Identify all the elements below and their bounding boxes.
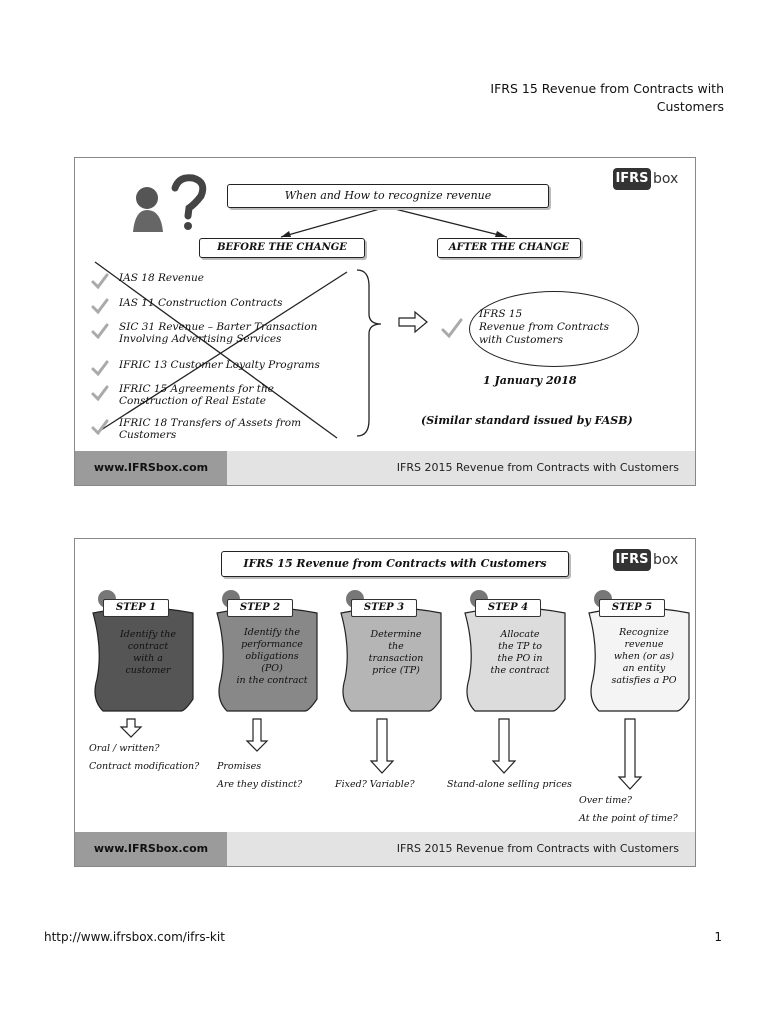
step-label: STEP 5 <box>599 599 665 617</box>
step-label: STEP 1 <box>103 599 169 617</box>
old-standard-item: SIC 31 Revenue – Barter Transaction Invo… <box>119 321 318 345</box>
slide2-footer-caption: IFRS 2015 Revenue from Contracts with Cu… <box>396 842 679 855</box>
slide1-footer-website: www.IFRSbox.com <box>75 451 227 485</box>
old-standard-item: IFRIC 15 Agreements for the Construction… <box>119 383 274 407</box>
step-label: STEP 2 <box>227 599 293 617</box>
slide2-footer-website: www.IFRSbox.com <box>75 832 227 866</box>
new-standard-text: IFRS 15 Revenue from Contracts with Cust… <box>479 308 609 346</box>
before-change-label: BEFORE THE CHANGE <box>199 238 365 258</box>
step5-question: Over time? <box>579 795 632 806</box>
slide2-footer-bar: www.IFRSbox.com IFRS 2015 Revenue from C… <box>75 832 695 866</box>
cross-out-line-1 <box>94 261 338 439</box>
step2-promises: Promises <box>217 761 262 772</box>
step-label: STEP 3 <box>351 599 417 617</box>
down-arrows <box>119 718 643 790</box>
header-title-line1: IFRS 15 Revenue from Contracts with <box>490 81 724 96</box>
step4-question: Stand-alone selling prices <box>447 779 572 790</box>
ifrsbox-logo: IFRS box <box>613 549 681 575</box>
cross-out-line-2 <box>100 271 348 431</box>
effective-date: 1 January 2018 <box>483 374 577 387</box>
check-icons <box>91 273 463 436</box>
logo-box-text: box <box>653 552 679 568</box>
header-title-line2: Customers <box>656 99 724 114</box>
logo-box-text: box <box>653 171 679 187</box>
step5-question: At the point of time? <box>579 813 678 824</box>
step1-question: Contract modification? <box>89 761 200 772</box>
old-standard-item: IAS 11 Construction Contracts <box>119 297 283 309</box>
step2-question: Are they distinct? <box>217 779 303 790</box>
logo-ifrs-text: IFRS <box>613 168 651 190</box>
document-header: IFRS 15 Revenue from Contracts with Cust… <box>364 80 724 116</box>
right-arrow-icon <box>398 310 428 334</box>
slide1-graphics <box>91 174 508 439</box>
page-number: 1 <box>714 930 722 944</box>
thinking-person-icon <box>133 174 207 232</box>
slide1-footer-bar: www.IFRSbox.com IFRS 2015 Revenue from C… <box>75 451 695 485</box>
down-arrow-icon <box>119 718 143 738</box>
down-arrow-icon <box>245 718 269 752</box>
brace <box>356 269 382 437</box>
ifrsbox-logo: IFRS box <box>613 168 681 194</box>
down-arrow-icon <box>369 718 395 774</box>
slide1-footer-caption: IFRS 2015 Revenue from Contracts with Cu… <box>396 461 679 474</box>
fasb-note: (Similar standard issued by FASB) <box>421 414 633 427</box>
slide2-title: IFRS 15 Revenue from Contracts with Cust… <box>221 551 569 577</box>
logo-ifrs-text: IFRS <box>613 549 651 571</box>
step3-question: Fixed? Variable? <box>335 779 415 790</box>
down-arrow-icon <box>491 718 517 774</box>
after-change-label: AFTER THE CHANGE <box>437 238 581 258</box>
footer-url: http://www.ifrsbox.com/ifrs-kit <box>44 930 225 944</box>
step-label: STEP 4 <box>475 599 541 617</box>
old-standard-item: IAS 18 Revenue <box>119 272 204 284</box>
slide-revenue-recognition-change: IFRS box When and How to recognize reven… <box>74 157 696 486</box>
down-arrow-icon <box>617 718 643 790</box>
slide1-title: When and How to recognize revenue <box>227 184 549 208</box>
new-standard-ellipse <box>469 291 639 367</box>
old-standard-item: IFRIC 18 Transfers of Assets from Custom… <box>119 417 302 441</box>
step1-question: Oral / written? <box>89 743 160 754</box>
slide-five-step-model: IFRS box IFRS 15 Revenue from Contracts … <box>74 538 696 867</box>
old-standard-item: IFRIC 13 Customer Loyalty Programs <box>119 359 320 371</box>
